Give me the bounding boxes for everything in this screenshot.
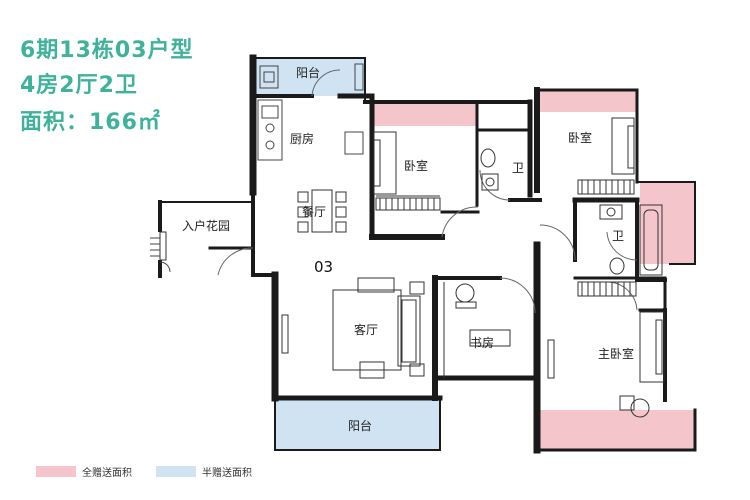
unit-number-label: 03 [314,258,333,276]
balcony-top-half-area [253,58,365,96]
room-label-dining: 餐厅 [302,204,326,219]
room-label-balcony-top: 阳台 [296,65,320,80]
bedroom-2-full-area [537,90,637,112]
legend-label-full: 全赠送面积 [82,466,132,479]
plan-title: 6期13栋03户型 [20,38,194,63]
door-swings [217,69,638,314]
balcony-top-fixtures [259,63,364,91]
legend-label-half: 半赠送面积 [202,466,252,479]
windows [159,231,555,379]
room-label-balcony-bottom: 阳台 [348,418,372,433]
bathroom-1-fixtures [480,148,499,191]
gift-area-fills [253,58,695,450]
master-window [547,339,555,379]
master-full-area [540,410,695,450]
living-furniture [332,277,425,379]
room-label-kitchen: 厨房 [290,131,314,146]
room-label-living: 客厅 [354,322,378,337]
living-window [281,314,289,354]
study-furniture [443,282,511,378]
balcony-bottom-half-area [275,398,440,450]
legend-swatch-half [156,466,196,477]
walls [158,54,697,454]
bedroom-1-furniture [373,131,441,211]
entrance-stairs [150,237,171,273]
kitchen-counter [257,99,364,161]
layout-summary: 4房2厅2卫 [20,73,138,98]
room-label-master-bedroom: 主卧室 [598,346,634,361]
bedroom-1-full-area [372,102,477,126]
dining-table [297,189,347,233]
bedroom-2-furniture [577,117,635,195]
room-label-bedroom-2: 卧室 [568,130,592,145]
entrance-window [159,231,167,261]
master-bedroom-furniture [577,281,665,418]
room-label-bathroom-2: 卫 [612,229,624,243]
room-label-bathroom-1: 卫 [512,161,524,175]
area-label: 面积：166㎡ [20,110,161,135]
room-label-bedroom-1: 卧室 [404,158,428,173]
room-label-entrance-garden: 入户花园 [182,218,230,233]
room-labels: 阳台 厨房 卧室 卫 卧室 餐厅 入户花园 卫 03 客厅 书房 主卧室 阳台 [182,65,634,433]
legend: 全赠送面积 半赠送面积 [36,466,252,479]
legend-swatch-full [36,466,76,477]
room-label-study: 书房 [470,335,494,350]
bath-2-full-area [640,182,695,264]
bathroom-2-fixtures [599,204,663,276]
